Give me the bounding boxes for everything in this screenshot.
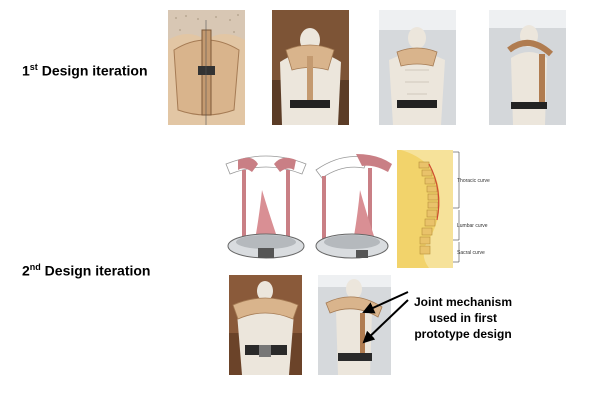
annotation-line-2: used in first	[428, 311, 497, 325]
thoracic-curve-label: Thoracic curve	[457, 178, 490, 184]
spine-diagram: Thoracic curve Lumbar curve Sacral curve	[395, 150, 507, 268]
photo-1-front-mannequin	[379, 10, 456, 125]
annotation-line-3: prototype design	[414, 327, 512, 341]
photo-1-back-closeup	[168, 10, 245, 125]
photo-2-front-prototype	[229, 275, 302, 375]
photo-1-side-mannequin	[489, 10, 566, 125]
photo-2-side-prototype	[318, 275, 391, 375]
joint-mechanism-annotation: Joint mechanism used in first prototype …	[408, 294, 518, 342]
sacral-curve-label: Sacral curve	[457, 250, 485, 256]
cad-render-front	[222, 150, 310, 268]
photo-1-back-mannequin	[272, 10, 349, 125]
first-iteration-label: 1st Design iteration	[22, 62, 148, 79]
annotation-line-1: Joint mechanism	[413, 295, 513, 309]
cad-render-angle	[312, 150, 397, 268]
second-iteration-label: 2nd Design iteration	[22, 262, 151, 279]
lumbar-curve-label: Lumbar curve	[457, 223, 488, 229]
